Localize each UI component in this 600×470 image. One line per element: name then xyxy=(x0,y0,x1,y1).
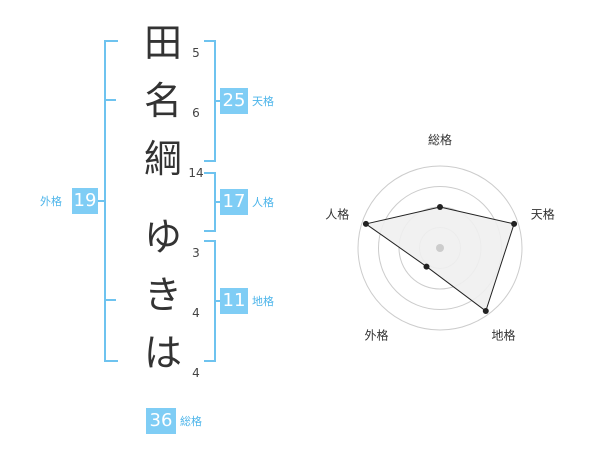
name-char-1: 田 xyxy=(143,21,182,65)
name-char-2: 名 xyxy=(143,79,182,123)
radar-point xyxy=(437,204,443,210)
gaikaku-tick-2 xyxy=(106,299,116,301)
radar-value-polygon xyxy=(364,206,515,312)
radar-axis-label-soukaku: 総格 xyxy=(428,132,452,147)
gaikaku-label: 外格 xyxy=(40,195,62,208)
radar-point xyxy=(423,263,430,270)
radar-chart: 総格 天格 地格 外格 人格 xyxy=(325,132,555,342)
radar-point xyxy=(482,308,489,315)
name-char-5: き xyxy=(143,273,182,317)
radar-grid-ring xyxy=(357,165,523,331)
radar-point xyxy=(511,220,518,227)
name-char-4: ゆ xyxy=(143,215,182,259)
chikaku-connector xyxy=(214,300,220,302)
radar-points xyxy=(362,204,518,315)
radar-axis-label-jinkaku: 人格 xyxy=(325,207,349,222)
tenkaku-connector xyxy=(214,100,220,102)
tenkaku-label: 天格 xyxy=(252,95,274,108)
gaikaku-tick-1 xyxy=(106,99,116,101)
radar-axis-label-chikaku: 地格 xyxy=(491,327,515,342)
jinkaku-label: 人格 xyxy=(252,196,274,209)
stroke-count-5: 4 xyxy=(192,306,200,320)
radar-point xyxy=(362,220,369,227)
gaikaku-bracket xyxy=(104,40,118,362)
radar-center-dot xyxy=(436,244,444,252)
radar-axis-label-tenkaku: 天格 xyxy=(531,207,555,222)
stroke-count-1: 5 xyxy=(192,46,200,60)
chikaku-label: 地格 xyxy=(252,295,274,308)
stroke-count-2: 6 xyxy=(192,106,200,120)
soukaku-label: 総格 xyxy=(180,415,202,428)
jinkaku-value-badge: 17 xyxy=(220,189,248,215)
tenkaku-value-badge: 25 xyxy=(220,88,248,114)
radar-axis-label-gaikaku: 外格 xyxy=(364,327,388,342)
gaikaku-connector xyxy=(97,200,104,202)
stroke-count-3: 14 xyxy=(188,166,204,180)
stroke-count-4: 3 xyxy=(192,246,200,260)
chikaku-value-badge: 11 xyxy=(220,288,248,314)
jinkaku-connector xyxy=(214,201,220,203)
name-char-3: 綱 xyxy=(143,137,182,181)
name-char-6: は xyxy=(143,331,182,375)
stroke-count-6: 4 xyxy=(192,366,200,380)
soukaku-value-badge: 36 xyxy=(146,408,176,434)
gaikaku-value-badge: 19 xyxy=(72,188,98,214)
